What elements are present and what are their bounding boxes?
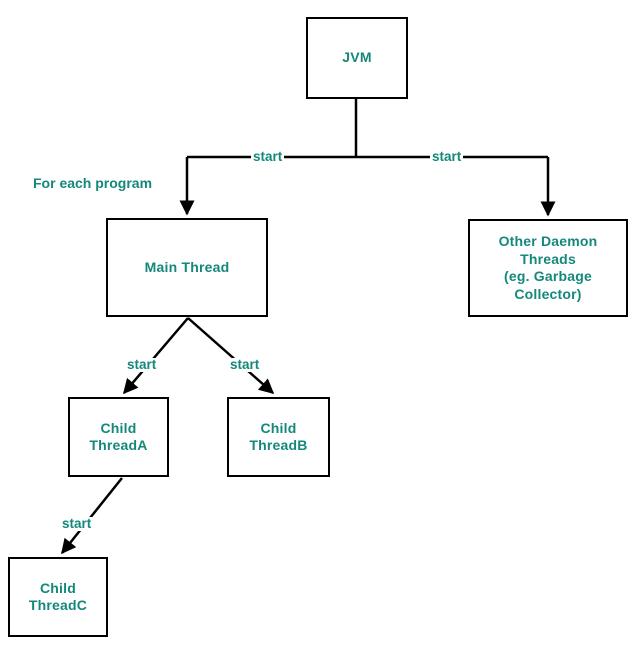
- edge-label-jvm-to-main: start: [251, 149, 285, 164]
- edge-label-jvm-to-daemon: start: [430, 149, 464, 164]
- node-main-thread[interactable]: Main Thread: [106, 218, 268, 317]
- node-child-thread-b[interactable]: Child ThreadB: [227, 397, 330, 477]
- node-jvm-label: JVM: [342, 49, 372, 66]
- annotation-for-each-program: For each program: [33, 176, 152, 190]
- connector-main-to-child-b: [187, 317, 275, 394]
- node-child-thread-a-label: Child ThreadA: [89, 419, 148, 454]
- edge-label-main-to-child-a: start: [125, 357, 159, 372]
- node-child-thread-b-label: Child ThreadB: [249, 419, 308, 454]
- connector-main-to-child-a: [123, 317, 189, 395]
- edge-label-child-a-to-child-c: start: [60, 516, 94, 531]
- connector-child-a-to-child-c: [61, 477, 123, 555]
- node-main-thread-label: Main Thread: [144, 258, 230, 275]
- edge-label-jvm-to-daemon-text: start: [432, 149, 462, 164]
- node-child-thread-c[interactable]: Child ThreadC: [8, 557, 108, 637]
- node-jvm[interactable]: JVM: [306, 17, 408, 99]
- node-other-daemon-threads-label: Other Daemon Threads (eg. Garbage Collec…: [498, 233, 598, 302]
- edge-label-main-to-child-b: start: [228, 357, 262, 372]
- node-child-thread-a[interactable]: Child ThreadA: [68, 397, 169, 477]
- edge-label-main-to-child-b-text: start: [230, 357, 260, 372]
- edge-label-child-a-to-child-c-text: start: [62, 516, 92, 531]
- edge-label-jvm-to-main-text: start: [253, 149, 283, 164]
- annotation-for-each-program-text: For each program: [33, 175, 153, 191]
- node-other-daemon-threads[interactable]: Other Daemon Threads (eg. Garbage Collec…: [468, 219, 628, 317]
- edge-label-main-to-child-a-text: start: [127, 357, 157, 372]
- node-child-thread-c-label: Child ThreadC: [28, 579, 88, 614]
